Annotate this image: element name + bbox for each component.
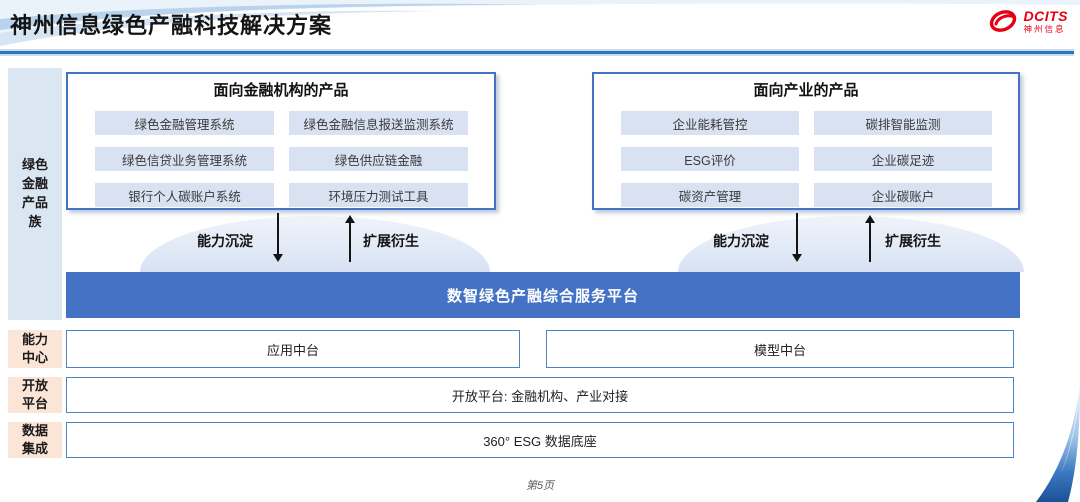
- logo-brand-text: DCITS: [1023, 7, 1068, 24]
- product-family-sidebar: 绿色金融产品族: [8, 68, 62, 320]
- product-family-label: 绿色金融产品族: [21, 157, 48, 229]
- financial-products-box: 面向金融机构的产品 绿色金融管理系统 绿色金融信息报送监测系统 绿色信贷业务管理…: [66, 72, 496, 210]
- logo-sub-text: 神州信息: [1023, 23, 1066, 34]
- platform-banner: 数智绿色产融综合服务平台: [66, 272, 1020, 318]
- up-arrow-icon: [864, 215, 876, 262]
- model-center-box: 模型中台: [546, 330, 1014, 368]
- capability-label: 能力沉淀: [713, 233, 769, 249]
- dome-decoration-left: [140, 216, 490, 272]
- product-item: 企业能耗管控: [621, 111, 799, 135]
- header-swoosh-decoration: [0, 0, 1080, 47]
- data-integration-label: 数据集成: [8, 422, 62, 458]
- product-item: 企业碳足迹: [814, 147, 992, 171]
- product-item: 绿色供应链金融: [289, 147, 468, 171]
- title-underline: [0, 51, 1074, 54]
- product-item: 企业碳账户: [814, 183, 992, 207]
- product-item: 银行个人碳账户系统: [95, 183, 274, 207]
- product-item: 绿色信贷业务管理系统: [95, 147, 274, 171]
- open-platform-label: 开放平台: [8, 377, 62, 413]
- dcits-logo: DCITS 神州信息: [988, 8, 1069, 34]
- product-item: 绿色金融管理系统: [95, 111, 274, 135]
- dcits-logo-icon: [989, 10, 1016, 32]
- page-number: 第5页: [525, 480, 555, 492]
- capability-center-label: 能力中心: [8, 330, 62, 368]
- page-title: 神州信息绿色产融科技解决方案: [10, 13, 333, 38]
- expand-label: 扩展衍生: [363, 233, 419, 249]
- product-item: 绿色金融信息报送监测系统: [289, 111, 468, 135]
- product-item: 碳排智能监测: [814, 111, 992, 135]
- product-item: ESG评价: [621, 147, 799, 171]
- app-center-box: 应用中台: [66, 330, 520, 368]
- capability-label: 能力沉淀: [197, 233, 253, 249]
- down-arrow-icon: [791, 213, 803, 262]
- product-item: 碳资产管理: [621, 183, 799, 207]
- industry-products-title: 面向产业的产品: [753, 82, 859, 99]
- data-foundation-box: 360° ESG 数据底座: [66, 422, 1014, 458]
- corner-swoosh-decoration: [1036, 384, 1080, 502]
- industry-products-grid: 企业能耗管控 碳排智能监测 ESG评价 企业碳足迹 碳资产管理 企业碳账户: [621, 111, 992, 207]
- up-arrow-icon: [344, 215, 356, 262]
- product-item: 环境压力测试工具: [289, 183, 468, 207]
- expand-label: 扩展衍生: [885, 233, 941, 249]
- financial-products-title: 面向金融机构的产品: [213, 82, 349, 99]
- open-platform-box: 开放平台: 金融机构、产业对接: [66, 377, 1014, 413]
- financial-products-grid: 绿色金融管理系统 绿色金融信息报送监测系统 绿色信贷业务管理系统 绿色供应链金融…: [95, 111, 468, 207]
- down-arrow-icon: [272, 213, 284, 262]
- industry-products-box: 面向产业的产品 企业能耗管控 碳排智能监测 ESG评价 企业碳足迹 碳资产管理 …: [592, 72, 1020, 210]
